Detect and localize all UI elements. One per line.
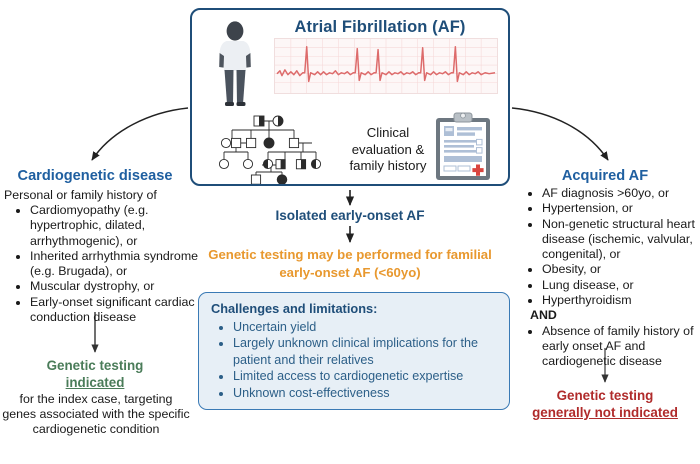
list-item: Unknown cost-effectiveness <box>233 385 499 401</box>
clinical-evaluation-label: Clinical evaluation & family history <box>340 125 436 175</box>
and-conjunction: AND <box>530 308 557 323</box>
outcome-green-line-2: indicated <box>65 375 125 390</box>
orange-line-1: Genetic testing may be performed for fam… <box>208 247 492 262</box>
list-item: Non-genetic structural heart disease (is… <box>542 217 700 263</box>
list-item: Hypertension, or <box>542 201 700 216</box>
list-item: Largely unknown clinical implications fo… <box>233 335 499 368</box>
acquired-af-heading: Acquired AF <box>561 168 649 184</box>
genetic-testing-may-be-performed-label: Genetic testing may be performed for fam… <box>170 246 530 282</box>
challenges-title: Challenges and limitations: <box>211 301 378 316</box>
family-pedigree-chart-icon <box>218 115 322 184</box>
list-item: Lung disease, or <box>542 278 700 293</box>
genetic-testing-not-indicated-outcome: Genetic testing generally not indicated <box>510 387 700 421</box>
list-item: Hyperthyroidism AND <box>530 293 700 324</box>
genetic-testing-indicated-detail: for the index case, targeting genes asso… <box>2 392 190 437</box>
outcome-red-line-1: Genetic testing <box>556 388 654 403</box>
challenges-list: Uncertain yield Largely unknown clinical… <box>211 319 499 401</box>
isolated-early-onset-af-label: Isolated early-onset AF <box>275 208 425 223</box>
hyperthyroidism-text: Hyperthyroidism <box>542 293 632 308</box>
list-item: Limited access to cardiogenetic expertis… <box>233 368 499 384</box>
page-title: Atrial Fibrillation (AF) <box>294 18 466 36</box>
orange-line-2: early-onset AF (<60yo) <box>279 265 421 280</box>
acquired-af-criteria-list: AF diagnosis >60yo, or Hypertension, or … <box>520 186 700 370</box>
list-item: Obesity, or <box>542 262 700 277</box>
list-item: Uncertain yield <box>233 319 499 335</box>
list-item: AF diagnosis >60yo, or <box>542 186 700 201</box>
genetic-testing-indicated-outcome: Genetic testing indicated <box>0 357 190 391</box>
outcome-red-line-2: generally not indicated <box>532 405 678 420</box>
clinical-record-clipboard-icon <box>436 112 490 180</box>
challenges-and-limitations-panel: Challenges and limitations: Uncertain yi… <box>198 292 510 410</box>
cardiogenetic-criteria-list: Cardiomyopathy (e.g. hypertrophic, dilat… <box>4 203 216 325</box>
ecg-strip-icon <box>274 38 498 94</box>
list-item: Inherited arrhythmia syndrome (e.g. Brug… <box>30 249 216 280</box>
list-item: Absence of family history of early onset… <box>542 324 700 370</box>
list-item: Cardiomyopathy (e.g. hypertrophic, dilat… <box>30 203 216 249</box>
standing-patient-icon <box>219 21 251 106</box>
outcome-green-line-1: Genetic testing <box>46 358 144 373</box>
cardiogenetic-lead-in: Personal or family history of <box>4 188 157 202</box>
clinical-eval-line-3: family history <box>349 158 427 173</box>
clinical-eval-line-1: Clinical <box>366 125 410 140</box>
clinical-eval-line-2: evaluation & <box>351 141 425 157</box>
list-item: Muscular dystrophy, or <box>30 279 216 294</box>
cardiogenetic-disease-heading: Cardiogenetic disease <box>17 168 173 184</box>
list-item: Early-onset significant cardiac conducti… <box>30 295 216 326</box>
